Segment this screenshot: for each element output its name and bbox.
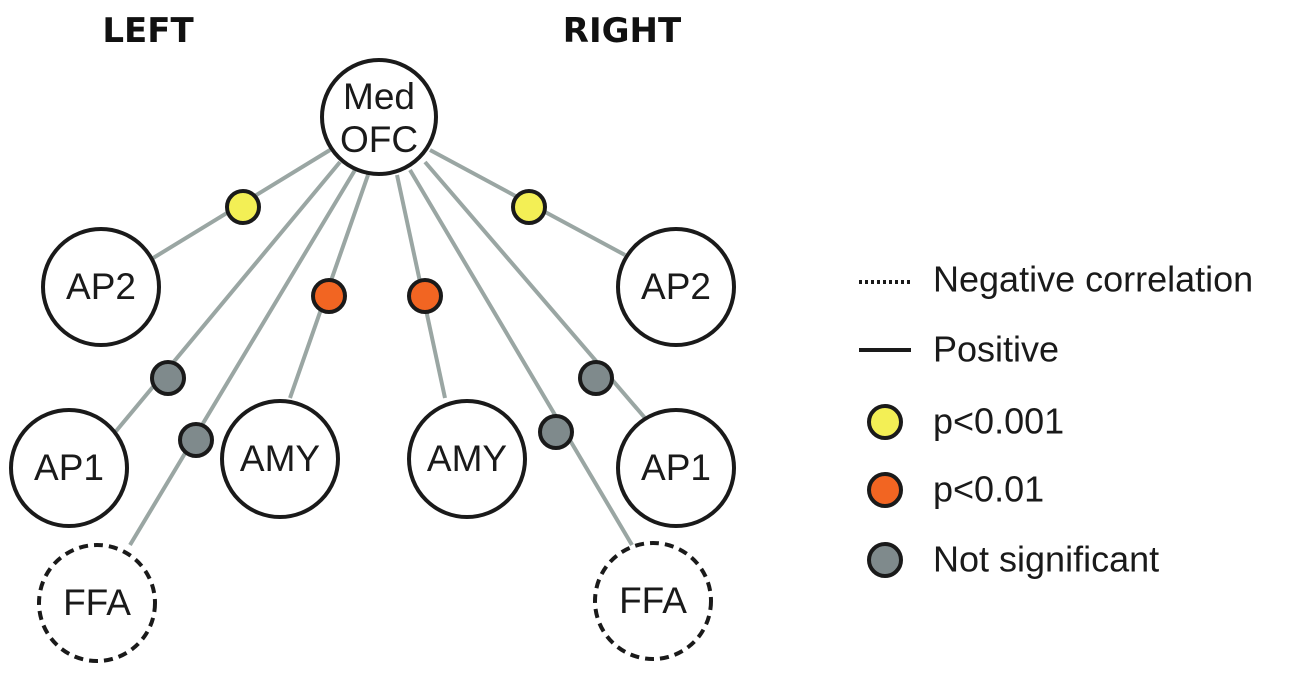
marker-right-amy: [407, 278, 443, 314]
legend-orange-dot: [867, 472, 903, 508]
legend-negative-label: Negative correlation: [933, 259, 1253, 300]
node-right-ap1: AP1: [616, 408, 736, 528]
node-right-ffa: FFA: [593, 541, 713, 661]
node-med-ofc-label-line1: Med: [343, 76, 415, 117]
node-left-ap1: AP1: [9, 408, 129, 528]
legend-yellow-dot: [867, 404, 903, 440]
marker-right-ffa: [538, 414, 574, 450]
edge-med-ofc-left-ffa: [128, 168, 357, 547]
node-right-ap1-label: AP1: [641, 447, 711, 488]
node-left-ffa-label: FFA: [63, 582, 131, 623]
legend-p01-label: p<0.01: [933, 469, 1044, 510]
legend-ns-label: Not significant: [933, 539, 1159, 580]
node-med-ofc: Med OFC: [320, 58, 438, 176]
node-right-ap2: AP2: [616, 227, 736, 347]
significance-markers: [150, 189, 614, 458]
node-left-ap2-label: AP2: [66, 266, 136, 307]
edges: [110, 148, 647, 547]
legend-gray-dot: [867, 542, 903, 578]
node-left-ffa: FFA: [37, 543, 157, 663]
node-left-amy: AMY: [220, 399, 340, 519]
marker-left-ffa: [178, 422, 214, 458]
edge-med-ofc-right-ffa: [408, 168, 634, 547]
marker-left-ap1: [150, 360, 186, 396]
node-left-amy-label: AMY: [240, 438, 320, 479]
legend: Negative correlation Positive p<0.001 p<…: [859, 259, 1253, 580]
node-right-ffa-label: FFA: [619, 580, 687, 621]
marker-right-ap2: [511, 189, 547, 225]
node-left-ap1-label: AP1: [34, 447, 104, 488]
left-hemisphere-label: LEFT: [102, 11, 194, 51]
marker-left-amy: [311, 278, 347, 314]
node-right-ap2-label: AP2: [641, 266, 711, 307]
legend-positive-label: Positive: [933, 329, 1059, 370]
marker-right-ap1: [578, 360, 614, 396]
node-med-ofc-label-line2: OFC: [340, 119, 418, 160]
legend-p001-label: p<0.001: [933, 401, 1064, 442]
node-right-amy: AMY: [407, 399, 527, 519]
node-right-amy-label: AMY: [427, 438, 507, 479]
edge-med-ofc-left-ap1: [110, 160, 342, 438]
node-left-ap2: AP2: [41, 227, 161, 347]
marker-left-ap2: [225, 189, 261, 225]
right-hemisphere-label: RIGHT: [563, 11, 682, 51]
